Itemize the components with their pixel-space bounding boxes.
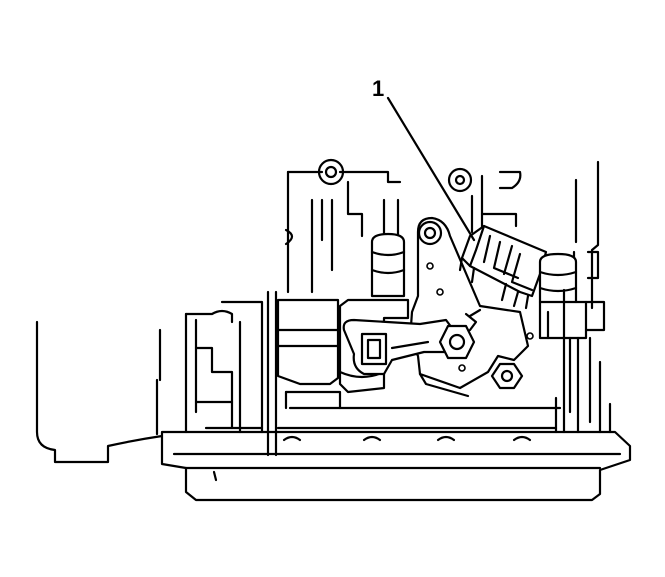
valve-body-plate: [266, 170, 402, 457]
shift-lever: [342, 318, 460, 376]
callout-label-1: 1: [372, 76, 384, 101]
manual-shaft-nut: [438, 308, 482, 360]
housing-bosses: [317, 158, 522, 234]
valve-body-blocks: [184, 300, 264, 434]
callout-1: 1: [372, 76, 476, 242]
bracket-bolt: [490, 362, 524, 390]
right-casing: [568, 160, 612, 434]
right-solenoid: [538, 252, 588, 340]
pan-rail: [276, 288, 566, 442]
transmission-case-outline: [35, 320, 164, 464]
position-switch: [458, 224, 548, 310]
oil-pan: [160, 430, 632, 502]
callout-leader-line: [386, 96, 476, 242]
